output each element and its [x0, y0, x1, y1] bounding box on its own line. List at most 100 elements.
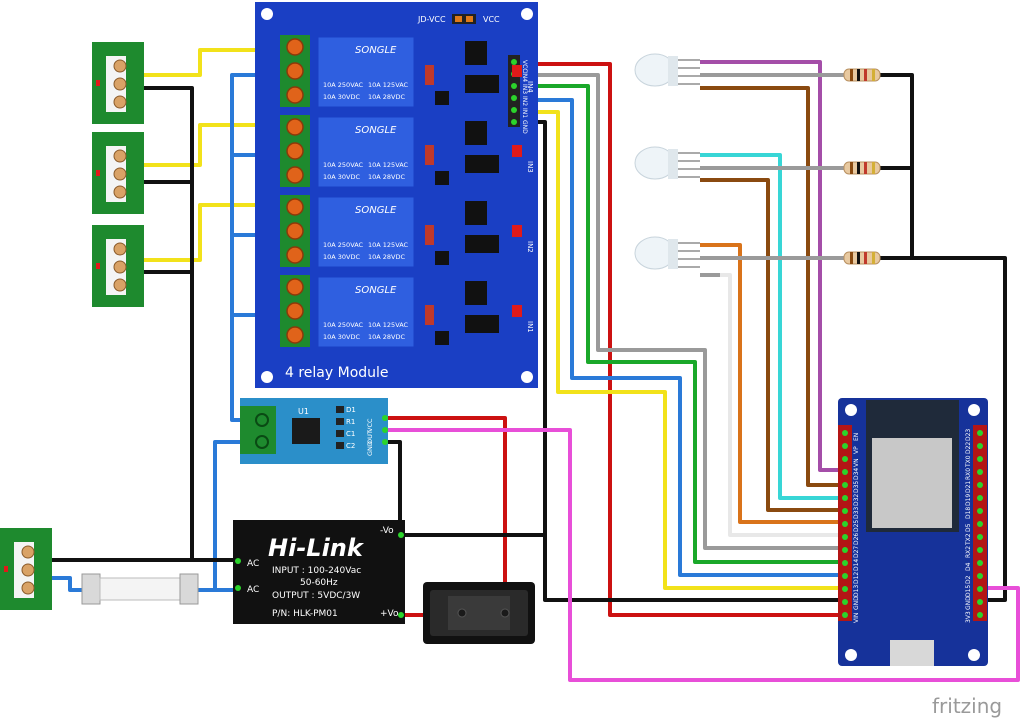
esp32-pin-label: VP	[853, 446, 860, 454]
header-pin[interactable]	[511, 83, 517, 89]
esp32-pin[interactable]	[977, 573, 983, 579]
header-pin[interactable]	[511, 95, 517, 101]
esp32-pin[interactable]	[977, 482, 983, 488]
optocoupler	[465, 281, 487, 305]
esp32-pin[interactable]	[842, 508, 848, 514]
esp32-pin[interactable]	[842, 586, 848, 592]
esp32-pin[interactable]	[977, 508, 983, 514]
mount-hole	[521, 371, 533, 383]
relay-rating: 10A 30VDC	[323, 173, 361, 181]
wire-orange	[700, 243, 850, 524]
screw-icon[interactable]	[255, 413, 269, 427]
esp32-pin[interactable]	[977, 586, 983, 592]
jumper-label-left: JD-VCC	[417, 15, 446, 24]
screw-icon[interactable]	[21, 581, 35, 595]
esp32-pin-label: D5	[965, 523, 972, 532]
screw-icon[interactable]	[113, 185, 127, 199]
screw-icon[interactable]	[21, 545, 35, 559]
component-label: R1	[346, 418, 355, 426]
mount-hole	[845, 649, 857, 661]
resistor-band	[857, 69, 860, 81]
esp32-pin[interactable]	[977, 443, 983, 449]
sensor-pin[interactable]	[382, 439, 388, 445]
screw-icon[interactable]	[286, 222, 304, 240]
screw-icon[interactable]	[286, 198, 304, 216]
screw-icon[interactable]	[113, 77, 127, 91]
screw-icon[interactable]	[286, 278, 304, 296]
screw-icon[interactable]	[286, 142, 304, 160]
esp32-pin[interactable]	[842, 495, 848, 501]
screw-icon[interactable]	[286, 246, 304, 264]
screw-icon[interactable]	[286, 62, 304, 80]
rgb-leds	[634, 53, 700, 270]
esp32-pin[interactable]	[977, 430, 983, 436]
esp32-pin[interactable]	[977, 560, 983, 566]
esp32-pin[interactable]	[842, 612, 848, 618]
esp32-pin[interactable]	[977, 599, 983, 605]
screw-icon[interactable]	[255, 435, 269, 449]
header-pin-label: IN3	[521, 84, 528, 94]
esp32-pin-label: D27	[853, 546, 860, 558]
screw-icon[interactable]	[113, 95, 127, 109]
esp32-pin[interactable]	[977, 469, 983, 475]
input-label: IN1	[526, 321, 534, 333]
esp32-pin[interactable]	[977, 456, 983, 462]
screw-icon[interactable]	[21, 563, 35, 577]
header-pin[interactable]	[511, 107, 517, 113]
esp32-pin[interactable]	[977, 547, 983, 553]
esp32-pin[interactable]	[842, 430, 848, 436]
screw-icon[interactable]	[113, 260, 127, 274]
esp32-pin[interactable]	[842, 547, 848, 553]
psu-pin[interactable]	[398, 532, 404, 538]
esp32-pin[interactable]	[842, 482, 848, 488]
esp32-pin[interactable]	[842, 469, 848, 475]
screw-icon[interactable]	[286, 86, 304, 104]
esp32-pin[interactable]	[977, 534, 983, 540]
esp32-pin[interactable]	[842, 560, 848, 566]
screw-icon[interactable]	[286, 118, 304, 136]
screw-icon[interactable]	[286, 326, 304, 344]
screw-icon[interactable]	[113, 59, 127, 73]
screw-icon[interactable]	[286, 166, 304, 184]
header-pin-label: IN4	[521, 72, 528, 82]
relay-body	[317, 116, 415, 188]
jumper[interactable]	[452, 14, 476, 24]
esp32-pin[interactable]	[842, 573, 848, 579]
esp32-pin[interactable]	[842, 521, 848, 527]
esp32-pin[interactable]	[977, 612, 983, 618]
esp32-pin-label: D18	[965, 507, 972, 519]
esp32-pin[interactable]	[842, 534, 848, 540]
esp32-pin[interactable]	[977, 521, 983, 527]
sensor-pin[interactable]	[382, 415, 388, 421]
esp32-left-pins: ENVPVND34D35D32D33D25D26D27D14D12D13GNDV…	[842, 430, 860, 623]
screw-icon[interactable]	[113, 242, 127, 256]
esp32-pin[interactable]	[977, 495, 983, 501]
psu-body	[233, 520, 405, 624]
usb-port[interactable]	[890, 640, 934, 666]
sensor-pin[interactable]	[382, 427, 388, 433]
esp32-pin[interactable]	[842, 443, 848, 449]
psu-pin[interactable]	[398, 612, 404, 618]
screw-icon[interactable]	[113, 167, 127, 181]
esp32-pin[interactable]	[842, 456, 848, 462]
relay-rating: 10A 28VDC	[368, 173, 406, 181]
header-pin[interactable]	[511, 59, 517, 65]
screw-icon[interactable]	[113, 278, 127, 292]
psu-pin[interactable]	[235, 585, 241, 591]
relay-module-title: 4 relay Module	[285, 365, 389, 381]
relay-brand: SONGLE	[355, 285, 397, 296]
screw-icon[interactable]	[286, 302, 304, 320]
psu-pin[interactable]	[235, 558, 241, 564]
relay-brand: SONGLE	[355, 205, 397, 216]
esp32-pin[interactable]	[842, 599, 848, 605]
header-pin[interactable]	[511, 119, 517, 125]
smd-resistor	[425, 65, 434, 85]
esp32-pin-label: VN	[853, 458, 860, 467]
power-supply: Hi-Link INPUT : 100-240Vac 50-60Hz OUTPU…	[233, 520, 405, 624]
rocker-switch[interactable]	[423, 582, 535, 644]
screw-icon[interactable]	[113, 149, 127, 163]
screw-icon[interactable]	[286, 38, 304, 56]
